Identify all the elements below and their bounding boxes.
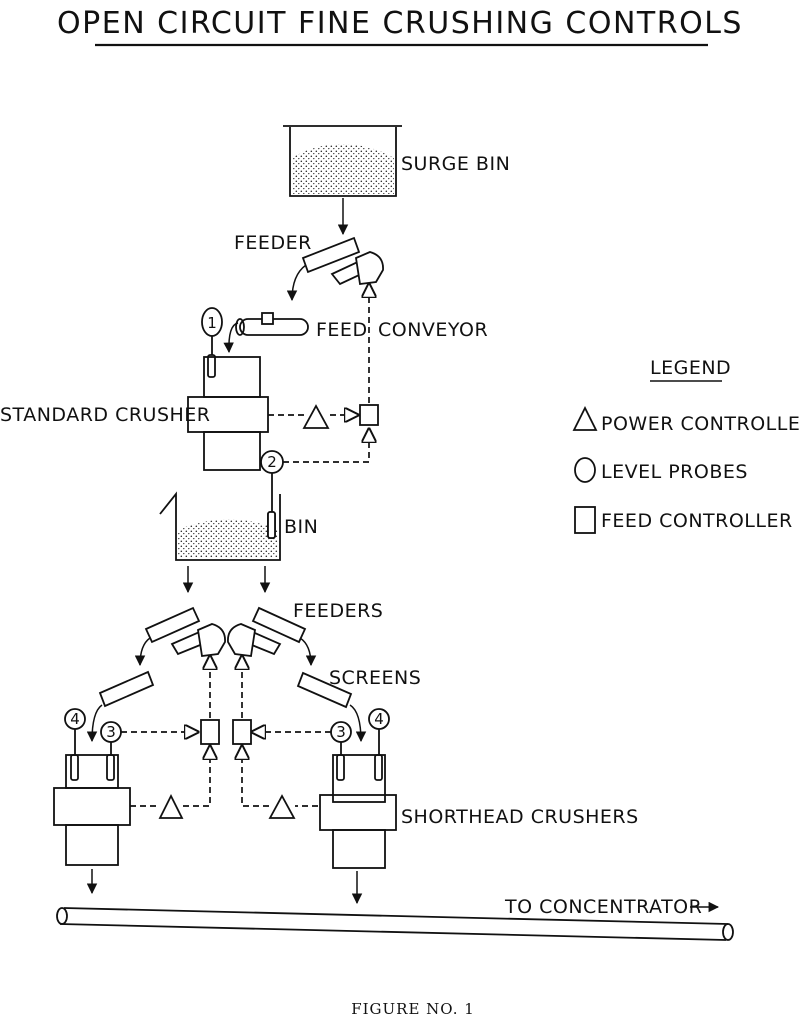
probe-3-left-rod <box>106 754 115 781</box>
legend-title: LEGEND <box>650 357 731 379</box>
feed-conveyor <box>235 312 309 336</box>
right-power-to-feed-signal <box>242 746 269 807</box>
probe-1-number: 1 <box>207 314 217 332</box>
legend-square-icon <box>574 506 596 534</box>
legend-triangle-icon <box>572 405 598 431</box>
screen-right <box>296 671 353 709</box>
standard-crusher-label: STANDARD CRUSHER <box>0 404 211 426</box>
legend-item-power-controller: POWER CONTROLLER <box>601 413 800 435</box>
shorthead-crusher-right <box>319 754 397 869</box>
feeder-discharge-arrow <box>286 264 307 302</box>
feeders-label: FEEDERS <box>293 600 383 622</box>
probe-1-rod <box>207 354 216 378</box>
feed-label: FEED <box>316 319 368 341</box>
to-concentrator-label: TO CONCENTRATOR <box>504 896 702 918</box>
probe-2-number: 2 <box>267 453 277 471</box>
feed-controller-right <box>232 719 252 745</box>
conveyor-discharge-arrow <box>223 322 239 354</box>
figure-caption: FIGURE NO. 1 <box>351 1000 475 1018</box>
legend-item-level-probes: LEVEL PROBES <box>601 461 748 483</box>
right-screen-discharge <box>349 704 367 743</box>
shorthead-crusher-left <box>53 754 131 866</box>
probe-3-left-number: 3 <box>106 723 116 741</box>
feeder-label: FEEDER <box>234 232 312 254</box>
probe-3-right-number: 3 <box>336 723 346 741</box>
probe-3-right-rod <box>336 754 345 781</box>
surge-bin-label: SURGE BIN <box>401 153 510 175</box>
screens-label: SCREENS <box>329 667 421 689</box>
legend: LEGEND POWER CONTROLLER LEVEL PROBES FEE… <box>572 357 800 534</box>
probe-4-right-rod <box>374 754 383 781</box>
feeder-top <box>301 236 384 286</box>
surge-bin <box>283 125 402 197</box>
feeder-left <box>144 606 226 658</box>
probe-4-left-number: 4 <box>70 710 80 728</box>
power-controller-left <box>158 793 184 819</box>
feed-controller-left <box>200 719 220 745</box>
power-controller-top <box>302 404 330 429</box>
bin-label: BIN <box>284 516 318 538</box>
concentrator-conveyor <box>56 907 734 941</box>
feed-controller-top <box>359 404 379 426</box>
shorthead-crushers-label: SHORTHEAD CRUSHERS <box>401 806 639 828</box>
left-power-to-feed-signal <box>183 746 210 807</box>
conveyor-label: CONVEYOR <box>378 319 488 341</box>
legend-item-feed-controller: FEED CONTROLLER <box>601 510 793 532</box>
probe-4-left-rod <box>70 754 79 781</box>
probe-2-signal <box>283 429 369 463</box>
fine-bin <box>159 491 281 561</box>
diagram-title: OPEN CIRCUIT FINE CRUSHING CONTROLS <box>57 6 743 41</box>
left-feeder-discharge <box>134 637 151 667</box>
legend-circle-icon <box>574 457 596 483</box>
screen-left <box>98 670 155 708</box>
probe-4-right-number: 4 <box>374 710 384 728</box>
right-feeder-discharge <box>299 637 317 667</box>
feeder-right <box>227 606 307 658</box>
power-controller-right <box>268 794 296 819</box>
left-screen-discharge <box>86 704 103 743</box>
